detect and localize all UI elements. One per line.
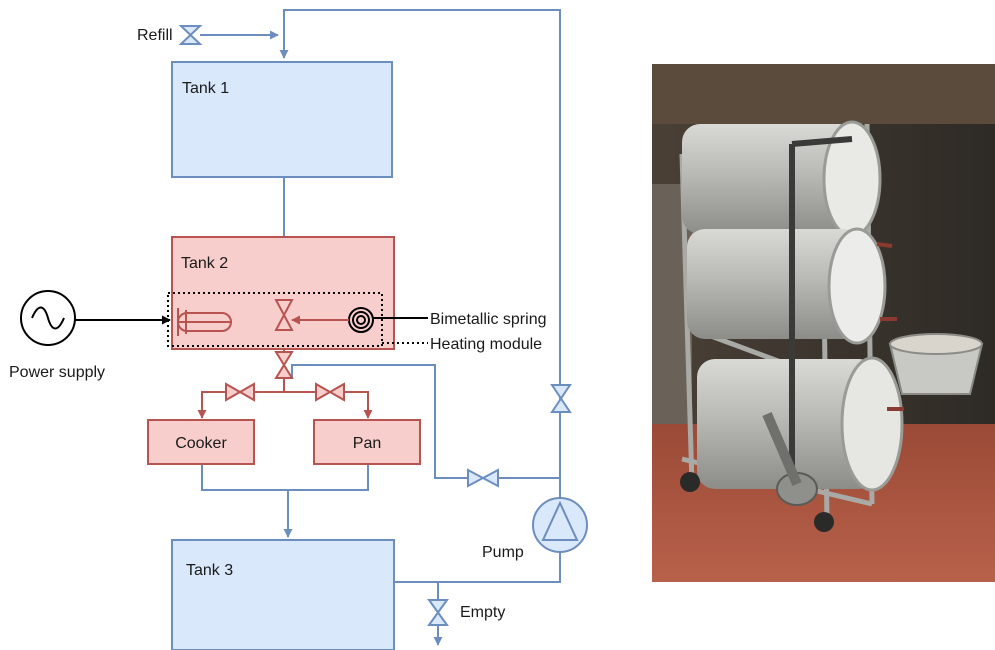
heating-module-label: Heating module bbox=[430, 336, 542, 353]
tank-2-label: Tank 2 bbox=[181, 255, 228, 272]
cooker-valve-icon bbox=[226, 384, 254, 400]
tank2-outlet-valve-icon bbox=[276, 352, 292, 378]
refill-label: Refill bbox=[137, 27, 173, 44]
heating-element-icon bbox=[178, 308, 232, 336]
refill-valve-icon bbox=[181, 26, 200, 44]
bypass-valve-icon bbox=[468, 470, 498, 486]
empty-valve-icon bbox=[429, 600, 447, 625]
tank-1-label: Tank 1 bbox=[182, 80, 229, 97]
tank-3 bbox=[172, 540, 394, 650]
prototype-photo bbox=[652, 64, 995, 582]
bimetallic-spring-label: Bimetallic spring bbox=[430, 311, 546, 328]
pump-label: Pump bbox=[482, 544, 524, 561]
tank-3-label: Tank 3 bbox=[186, 562, 233, 579]
return-valve-icon bbox=[552, 385, 570, 412]
empty-label: Empty bbox=[460, 604, 505, 621]
pan-label: Pan bbox=[353, 435, 381, 452]
cooker-label: Cooker bbox=[175, 435, 227, 452]
power-supply-icon bbox=[21, 291, 75, 345]
pump-icon bbox=[533, 498, 587, 552]
power-supply-label: Power supply bbox=[9, 364, 105, 381]
pan-valve-icon bbox=[316, 384, 344, 400]
